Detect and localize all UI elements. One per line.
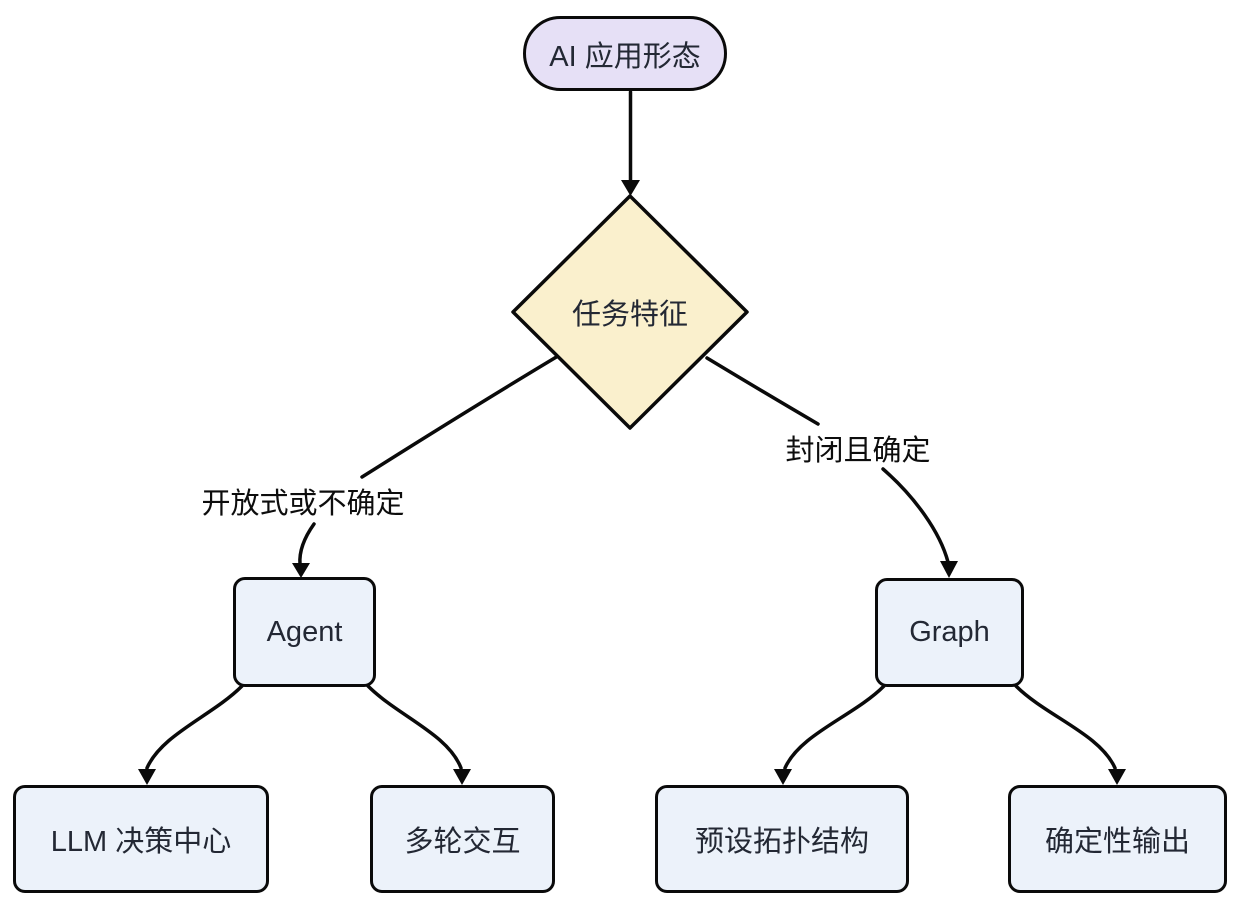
arrowhead-multiturn (453, 769, 471, 785)
node-root: AI 应用形态 (523, 16, 727, 91)
edge-label-open: 开放式或不确定 (201, 488, 405, 520)
node-topology-label: 预设拓扑结构 (694, 826, 869, 858)
edge-graph-to-deterministic (1014, 684, 1117, 770)
node-graph-label: Graph (909, 616, 990, 648)
edge-graph-to-topology (783, 684, 886, 770)
node-agent-label: Agent (266, 615, 343, 648)
edge-closed-label-to-graph (881, 467, 950, 564)
node-llm-center: LLM 决策中心 (13, 785, 269, 893)
arrowhead-decision (621, 180, 640, 196)
decision-diamond-shape (511, 194, 749, 430)
edge-open-label-to-agent (298, 522, 316, 566)
edge-decision-to-closed-label (705, 356, 820, 426)
node-multi-turn-label: 多轮交互 (404, 826, 521, 858)
edge-label-closed: 封闭且确定 (785, 435, 931, 467)
node-graph: Graph (875, 578, 1024, 687)
edge-decision-to-open-label (360, 354, 560, 479)
node-root-label: AI 应用形态 (549, 40, 701, 73)
node-llm-center-label: LLM 决策中心 (50, 826, 232, 858)
edge-agent-to-llm (145, 684, 244, 770)
node-decision: 任务特征 (513, 196, 747, 428)
arrowhead-deterministic (1108, 769, 1126, 785)
node-topology: 预设拓扑结构 (655, 785, 909, 893)
node-deterministic: 确定性输出 (1008, 785, 1227, 893)
arrowhead-topology (774, 769, 792, 785)
arrowhead-graph (940, 561, 958, 578)
node-multi-turn: 多轮交互 (370, 785, 555, 893)
edge-agent-to-multiturn (366, 684, 463, 770)
node-deterministic-label: 确定性输出 (1044, 826, 1190, 858)
arrowhead-llm (138, 769, 156, 785)
node-decision-label: 任务特征 (571, 299, 688, 331)
node-agent: Agent (233, 577, 376, 687)
arrowhead-agent (292, 563, 310, 578)
